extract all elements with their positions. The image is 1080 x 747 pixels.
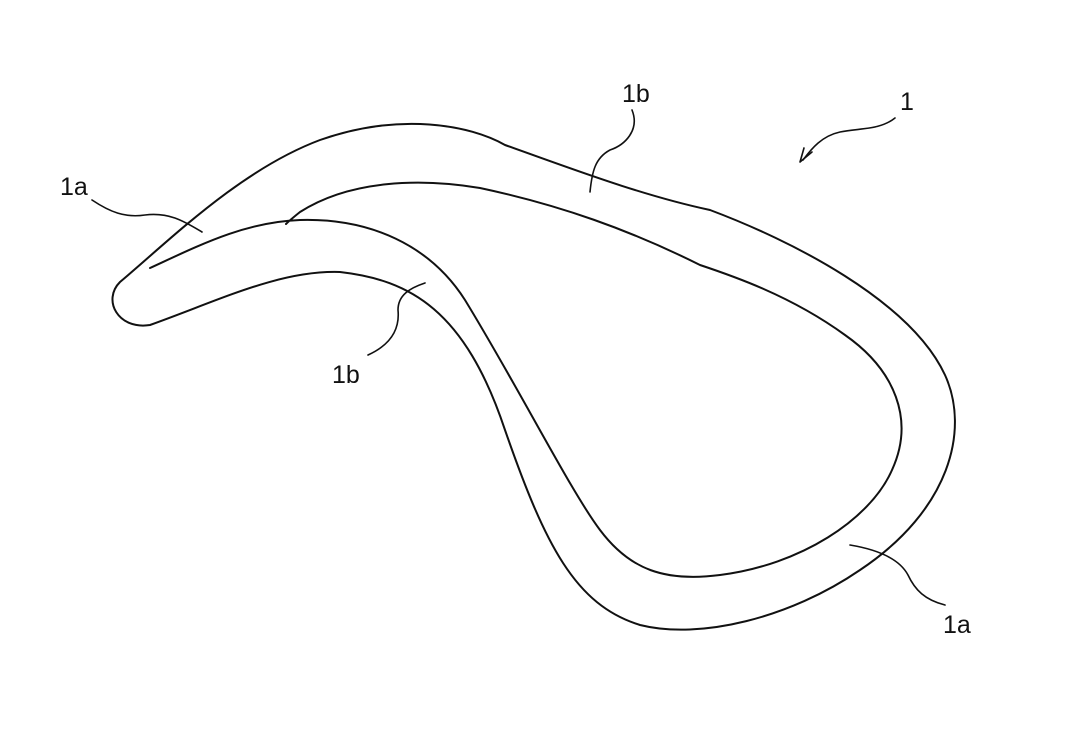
leader-line-1a-right: [849, 544, 946, 606]
leader-line-1a-left: [91, 199, 203, 233]
leader-line-1b-inner: [367, 282, 426, 356]
label-ring: 1: [900, 88, 914, 116]
outer-contour: [111, 122, 956, 631]
leader-line-ring: [802, 117, 896, 161]
leader-line-1b-top: [589, 109, 635, 193]
label-1b-top: 1b: [622, 80, 650, 108]
leader-arrowhead: [799, 147, 813, 163]
label-1b-inner: 1b: [332, 361, 360, 389]
inner-contour: [149, 181, 903, 578]
label-1a-right: 1a: [943, 611, 971, 639]
label-1a-left: 1a: [60, 173, 88, 201]
